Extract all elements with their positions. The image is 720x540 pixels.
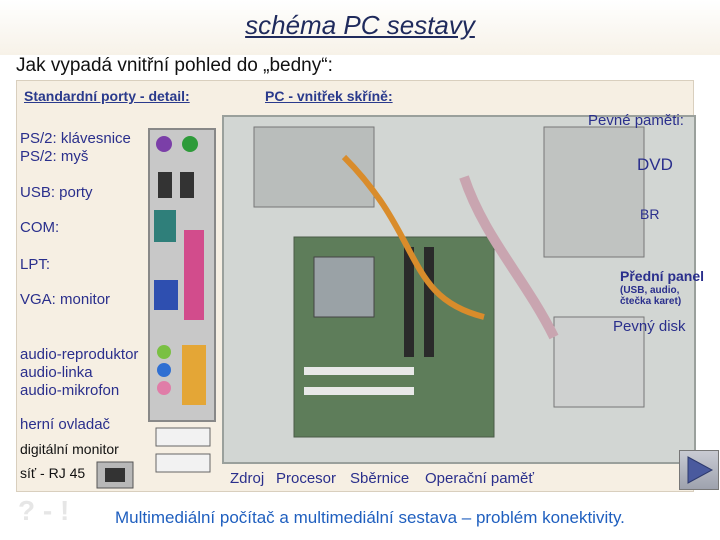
port-label-vga: VGA: monitor: [20, 291, 111, 308]
port-label-com: COM:: [20, 219, 60, 236]
port-label-mouse: PS/2: myš: [20, 148, 89, 165]
port-label-lpt: LPT:: [20, 256, 51, 273]
dvi-connector-image: [155, 427, 211, 473]
rj45-connector-image: [96, 461, 134, 489]
port-label-usb: USB: porty: [20, 184, 93, 201]
port-label-audio-line: audio-linka: [20, 364, 93, 381]
case-header: PC - vnitřek skříně:: [265, 88, 393, 104]
watermark-icon: ? - !: [18, 495, 70, 526]
bottom-label-cpu: Procesor: [276, 470, 337, 487]
slide-footer: Multimediální počítač a multimediální se…: [115, 508, 625, 527]
next-arrow-icon: [687, 456, 714, 484]
network-label: síť - RJ 45: [20, 465, 86, 481]
port-panel-image: [148, 128, 216, 422]
title-band: [0, 0, 720, 55]
port-label-audio-out: audio-reproduktor: [20, 346, 139, 363]
case-interior-image: [222, 115, 696, 464]
port-panel-graphic: [154, 136, 206, 405]
case-interior-graphic: [253, 126, 645, 438]
hdd-label: Pevný disk: [613, 318, 686, 335]
bottom-label-ram: Operační paměť: [425, 470, 535, 487]
port-label-audio-mic: audio-mikrofon: [20, 382, 120, 399]
dvd-label: DVD: [637, 155, 673, 174]
memory-label: Pevné paměti:: [588, 112, 684, 129]
front-panel-note: (USB, audio, čtečka karet): [620, 285, 682, 307]
br-label: BR: [640, 206, 660, 222]
port-label-game: herní ovladač: [20, 416, 111, 433]
slide-subtitle: Jak vypadá vnitřní pohled do „bedny“:: [16, 55, 333, 76]
ports-header: Standardní porty - detail:: [24, 88, 190, 104]
slide-title: schéma PC sestavy: [245, 10, 475, 40]
bottom-label-psu: Zdroj: [230, 470, 265, 487]
bottom-label-bus: Sběrnice: [350, 470, 410, 487]
next-slide-button[interactable]: [679, 450, 719, 490]
port-label-keyboard: PS/2: klávesnice: [20, 130, 131, 147]
front-panel-label: Přední panel: [620, 268, 705, 284]
digital-monitor-label: digitální monitor: [20, 441, 119, 457]
